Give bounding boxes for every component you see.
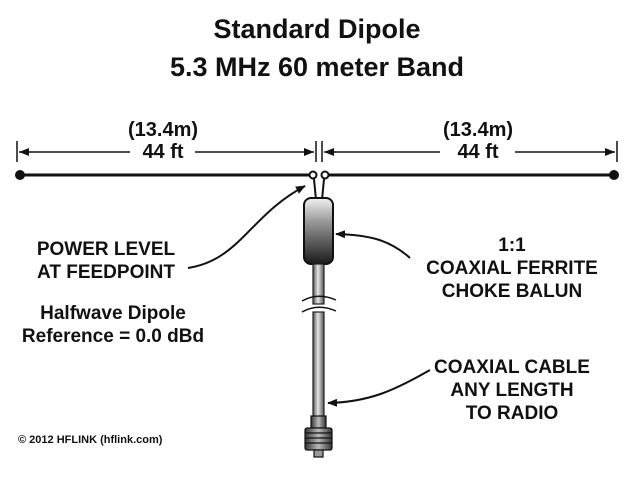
cable-pointer-arrow: [327, 369, 431, 407]
cable-label-line-3: TO RADIO: [465, 403, 559, 424]
copyright-notice: © 2012 HFLINK (hflink.com): [18, 434, 163, 446]
dimension-right: [321, 141, 618, 162]
cable-label-line-2: ANY LENGTH: [450, 380, 574, 401]
antenna-wire: [15, 170, 619, 180]
cable-break-mark: [301, 295, 337, 313]
feedpoint-label-line-1: POWER LEVEL: [36, 239, 176, 260]
title-line-1: Standard Dipole: [213, 14, 421, 44]
cable-label-line-1: COAXIAL CABLE: [434, 357, 590, 378]
reference-label-line-2: Reference = 0.0 dBd: [21, 326, 205, 347]
wire-end-left: [15, 170, 25, 180]
coax-connector: [304, 415, 333, 458]
balun-label-line-1: 1:1: [498, 235, 526, 256]
title-line-2: 5.3 MHz 60 meter Band: [169, 52, 465, 82]
coax-cable-upper: [312, 263, 325, 305]
feedpoint-terminals: [308, 170, 330, 201]
dimension-left-metric: (13.4m): [127, 119, 199, 141]
feedpoint-pointer-arrow: [187, 185, 306, 269]
coax-cable-lower: [312, 311, 325, 419]
feedpoint-label-line-2: AT FEEDPOINT: [37, 262, 175, 283]
balun-label-line-3: CHOKE BALUN: [441, 281, 583, 302]
reference-label-line-1: Halfwave Dipole: [40, 303, 186, 324]
dimension-right-imperial: 44 ft: [457, 141, 499, 163]
dimension-left: [16, 141, 317, 162]
balun-pointer-arrow: [335, 230, 411, 259]
wire-end-right: [609, 170, 619, 180]
dimension-left-imperial: 44 ft: [142, 141, 184, 163]
choke-balun: [303, 197, 334, 265]
dimension-right-metric: (13.4m): [442, 119, 514, 141]
balun-label-line-2: COAXIAL FERRITE: [426, 258, 598, 279]
